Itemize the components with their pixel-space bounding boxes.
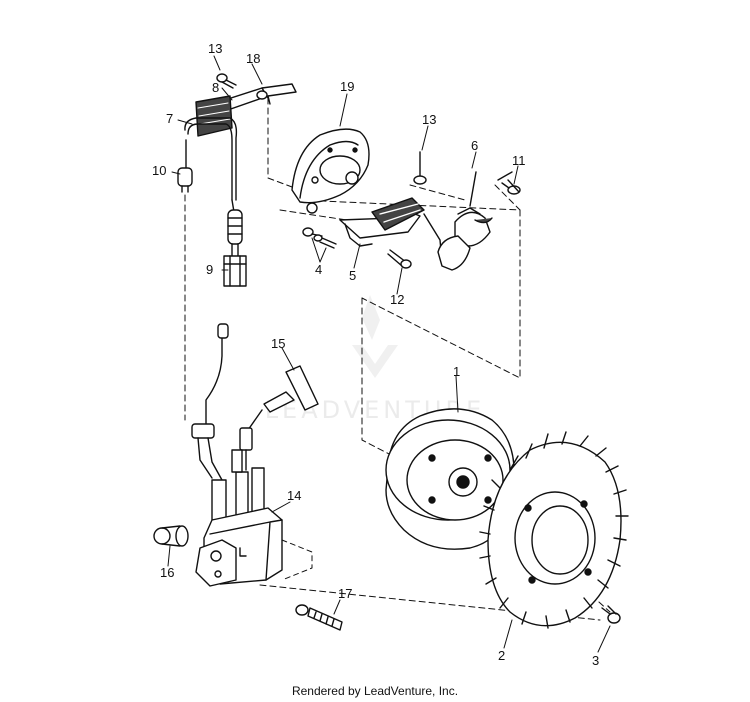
callout-11: 11 <box>512 153 526 168</box>
part-17-bolt <box>295 604 343 631</box>
callout-4: 4 <box>315 262 322 277</box>
callout-5: 5 <box>349 268 356 283</box>
part-2-fan <box>479 431 629 629</box>
leader-lines <box>167 55 611 653</box>
callout-6: 6 <box>471 138 478 153</box>
callout-2: 2 <box>498 648 505 663</box>
render-credit: Rendered by LeadVenture, Inc. <box>291 684 459 698</box>
callout-1: 1 <box>453 364 460 379</box>
part-16-spacer <box>153 525 189 547</box>
callout-labels: 13 18 8 7 10 9 19 13 6 11 4 5 12 15 1 14… <box>152 41 599 668</box>
callout-13-top: 13 <box>208 41 222 56</box>
part-3-screw <box>601 605 621 624</box>
part-13-bolt-top <box>216 73 237 89</box>
part-7-harness <box>184 117 238 201</box>
part-13-screw-middle <box>413 151 427 185</box>
callout-12: 12 <box>390 292 404 307</box>
callout-14: 14 <box>287 488 301 503</box>
callout-10: 10 <box>152 163 166 178</box>
callout-13-mid: 13 <box>422 112 436 127</box>
part-10-connector <box>177 167 193 193</box>
part-5-pulser-coil <box>339 197 443 263</box>
callout-16: 16 <box>160 565 174 580</box>
part-6-clamp <box>437 171 493 271</box>
part-12-screw <box>387 249 412 269</box>
part-11-screw <box>497 171 521 195</box>
callout-17: 17 <box>338 586 352 601</box>
part-15-plug-cap <box>239 365 319 471</box>
part-14-ignition-coil <box>195 449 313 587</box>
part-4-screws <box>302 227 337 249</box>
part-1-flywheel <box>385 408 515 550</box>
part-8-plate <box>195 95 233 137</box>
callout-3: 3 <box>592 653 599 668</box>
part-18-bracket <box>199 83 297 119</box>
callout-8: 8 <box>212 80 219 95</box>
callout-18: 18 <box>246 51 260 66</box>
part-9-regulator-plug <box>223 199 247 287</box>
callout-19: 19 <box>340 79 354 94</box>
callout-15: 15 <box>271 336 285 351</box>
coil-lead-wires <box>191 323 229 481</box>
callout-7: 7 <box>166 111 173 126</box>
part-19-stator-plate <box>291 128 370 214</box>
callout-9: 9 <box>206 262 213 277</box>
watermark-logo: LEADVENTURE <box>265 295 481 424</box>
